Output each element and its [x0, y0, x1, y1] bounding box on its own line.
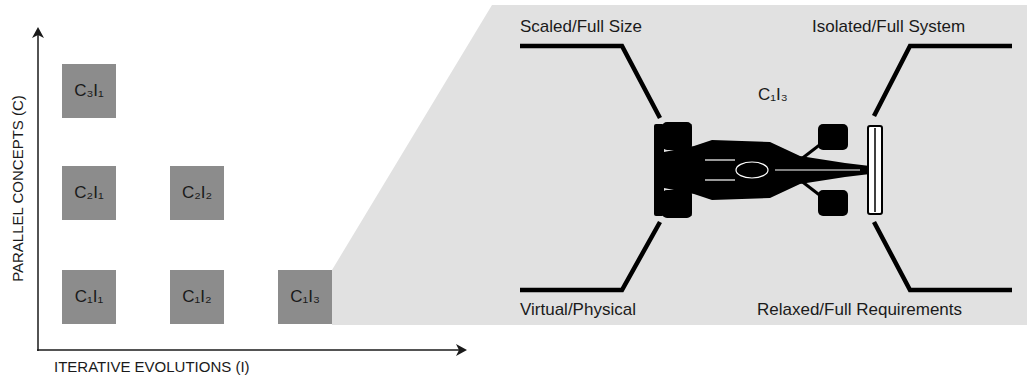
concept-label: C₁I₁	[75, 287, 103, 307]
concept-box: C₃I₁	[62, 64, 116, 118]
panel-outline	[332, 5, 1027, 325]
axis-title: ITERATIVE EVOLUTIONS (I)	[54, 358, 250, 375]
rear-wheel	[662, 122, 692, 150]
suspension	[689, 124, 692, 148]
sidepod-line	[705, 159, 735, 160]
dimension-label: Virtual/Physical	[520, 300, 636, 320]
concept-label: C₁I₃	[758, 85, 788, 105]
concept-box: C₁I₃	[278, 270, 332, 324]
leader-line	[874, 222, 1012, 290]
leader-line	[874, 46, 1012, 116]
dimension-label: Relaxed/Full Requirements	[757, 300, 962, 320]
concept-box: C₁I₂	[170, 270, 224, 324]
cockpit	[736, 162, 768, 178]
concept-label: C₁I₃	[290, 287, 320, 307]
car-body	[654, 122, 882, 218]
car-details	[705, 160, 860, 180]
suspension	[800, 180, 826, 200]
concept-box: C₂I₁	[62, 166, 116, 220]
dimension-label: Isolated/Full System	[812, 17, 965, 37]
concept-box: C₁I₁	[62, 270, 116, 324]
concept-box: C₂I₂	[170, 166, 224, 220]
rear-wing	[654, 124, 664, 216]
x-axis-arrowhead	[456, 344, 467, 356]
y-axis-arrowhead	[32, 27, 44, 38]
leader-line	[520, 222, 660, 290]
front-wing-detail	[874, 128, 876, 212]
chassis	[664, 140, 870, 200]
zoom-panel: Scaled/Full Size Isolated/Full SystemC₁I₃…	[332, 5, 1027, 325]
concept-label: C₁I₂	[182, 287, 211, 307]
concept-label: C₂I₁	[74, 183, 103, 203]
concept-label: C₃I₁	[74, 81, 104, 101]
front-wheel	[818, 124, 848, 150]
rear-wheel	[662, 190, 692, 218]
dimension-label: Scaled/Full Size	[520, 17, 642, 37]
leader-line	[520, 46, 660, 118]
axis-title: PARALLEL CONCEPTS (C)	[9, 95, 26, 282]
nose-line	[775, 169, 860, 170]
leader-lines	[520, 46, 1012, 290]
front-wheel	[818, 190, 848, 216]
zoom-background	[332, 5, 1027, 325]
suspension	[689, 192, 692, 216]
sidepod-line	[705, 179, 735, 180]
front-wing	[868, 126, 882, 214]
concept-label: C₂I₂	[182, 183, 212, 203]
x-axis	[37, 349, 460, 351]
suspension	[800, 140, 826, 160]
y-axis	[37, 34, 39, 351]
